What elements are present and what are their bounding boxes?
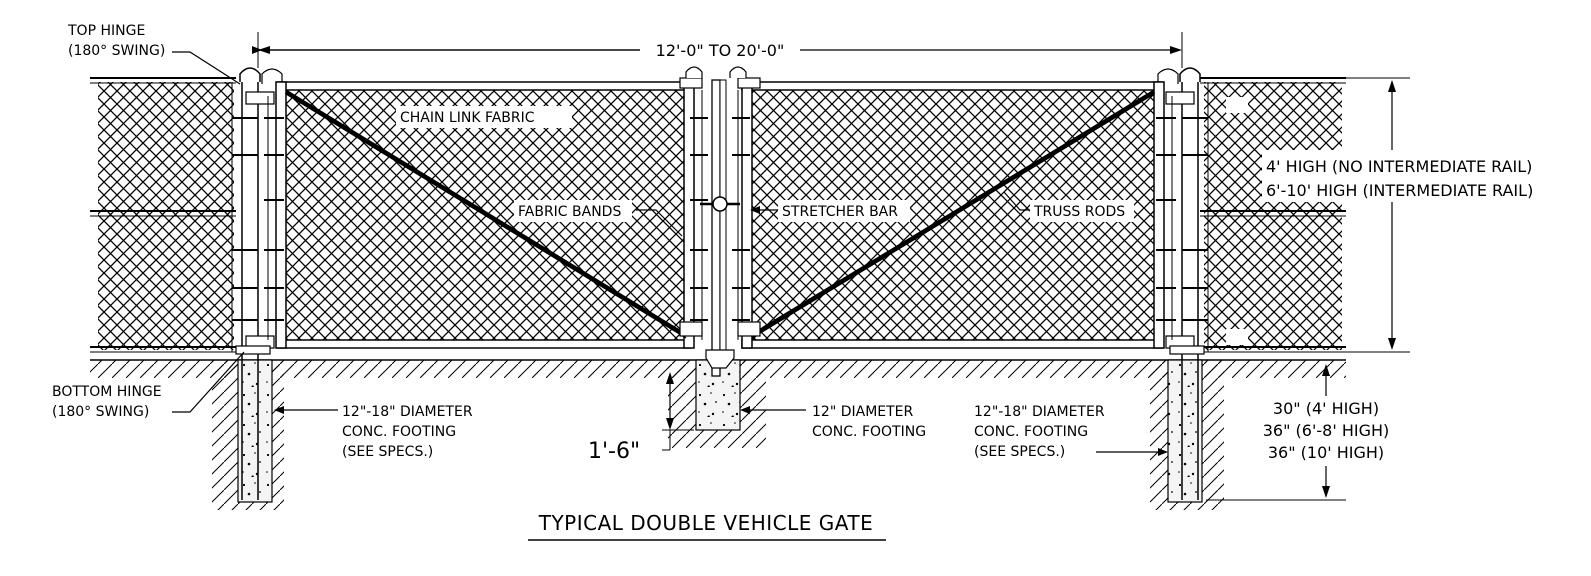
svg-text:CHAIN LINK FABRIC: CHAIN LINK FABRIC (400, 110, 535, 126)
center-depth-dimension: 1'-6" (588, 372, 694, 464)
svg-text:CONC. FOOTING: CONC. FOOTING (812, 424, 926, 440)
svg-text:(180° SWING): (180° SWING) (52, 404, 149, 420)
terminal-post-left (231, 67, 283, 503)
label-fabric-bands: FABRIC BANDS (514, 200, 683, 237)
truss-rod-left (284, 90, 688, 338)
svg-text:CONC. FOOTING: CONC. FOOTING (974, 424, 1088, 440)
fence-left (90, 77, 236, 353)
label-footing-left: 12"-18" DIAMETER CONC. FOOTING (SEE SPEC… (274, 404, 473, 460)
embed-depth-line1: 30" (4' HIGH) (1273, 399, 1379, 418)
height-dimension: 4' HIGH (NO INTERMEDIATE RAIL) 6'-10' HI… (1262, 77, 1538, 353)
svg-text:CONC. FOOTING: CONC. FOOTING (342, 424, 456, 440)
svg-text:12"-18" DIAMETER: 12"-18" DIAMETER (974, 404, 1105, 420)
drawing-title: TYPICAL DOUBLE VEHICLE GATE (528, 511, 886, 541)
center-depth-text: 1'-6" (588, 439, 640, 464)
svg-text:BOTTOM HINGE: BOTTOM HINGE (52, 384, 162, 400)
label-stretcher-bar: STRETCHER BAR (750, 200, 910, 222)
svg-text:STRETCHER BAR: STRETCHER BAR (782, 204, 898, 220)
height-note-line1: 4' HIGH (NO INTERMEDIATE RAIL) (1266, 157, 1532, 176)
fence-right (1200, 77, 1346, 353)
label-footing-center: 12" DIAMETER CONC. FOOTING (740, 404, 926, 440)
svg-text:FABRIC BANDS: FABRIC BANDS (518, 204, 621, 220)
svg-text:TRUSS RODS: TRUSS RODS (1033, 204, 1125, 220)
label-bottom-hinge: BOTTOM HINGE (180° SWING) (52, 351, 245, 420)
svg-text:12" DIAMETER: 12" DIAMETER (812, 404, 914, 420)
embed-depth-line3: 36" (10' HIGH) (1268, 443, 1384, 462)
svg-text:12"-18" DIAMETER: 12"-18" DIAMETER (342, 404, 473, 420)
svg-text:TOP HINGE: TOP HINGE (67, 23, 145, 39)
embed-dimension: 30" (4' HIGH) 36" (6'-8' HIGH) 36" (10' … (1206, 364, 1404, 501)
svg-text:(SEE SPECS.): (SEE SPECS.) (974, 444, 1065, 460)
svg-text:(180° SWING): (180° SWING) (68, 43, 165, 59)
truss-rod-right (750, 90, 1156, 338)
label-truss-rods: TRUSS RODS (1003, 191, 1134, 222)
svg-text:(SEE SPECS.): (SEE SPECS.) (342, 444, 433, 460)
embed-depth-line2: 36" (6'-8' HIGH) (1263, 421, 1389, 440)
gate-width-dimension: 12'-0" TO 20'-0" (252, 32, 1183, 68)
height-note-line2: 6'-10' HIGH (INTERMEDIATE RAIL) (1266, 181, 1533, 200)
terminal-post-right (1157, 67, 1209, 503)
center-latch (695, 79, 741, 431)
gate-width-text: 12'-0" TO 20'-0" (656, 41, 785, 60)
label-top-hinge: TOP HINGE (180° SWING) (67, 23, 241, 85)
gate-leaf-right (729, 66, 1176, 349)
label-chain-link-fabric: CHAIN LINK FABRIC (396, 106, 572, 128)
label-footing-right: 12"-18" DIAMETER CONC. FOOTING (SEE SPEC… (974, 404, 1168, 460)
drawing-title-text: TYPICAL DOUBLE VEHICLE GATE (538, 511, 874, 535)
